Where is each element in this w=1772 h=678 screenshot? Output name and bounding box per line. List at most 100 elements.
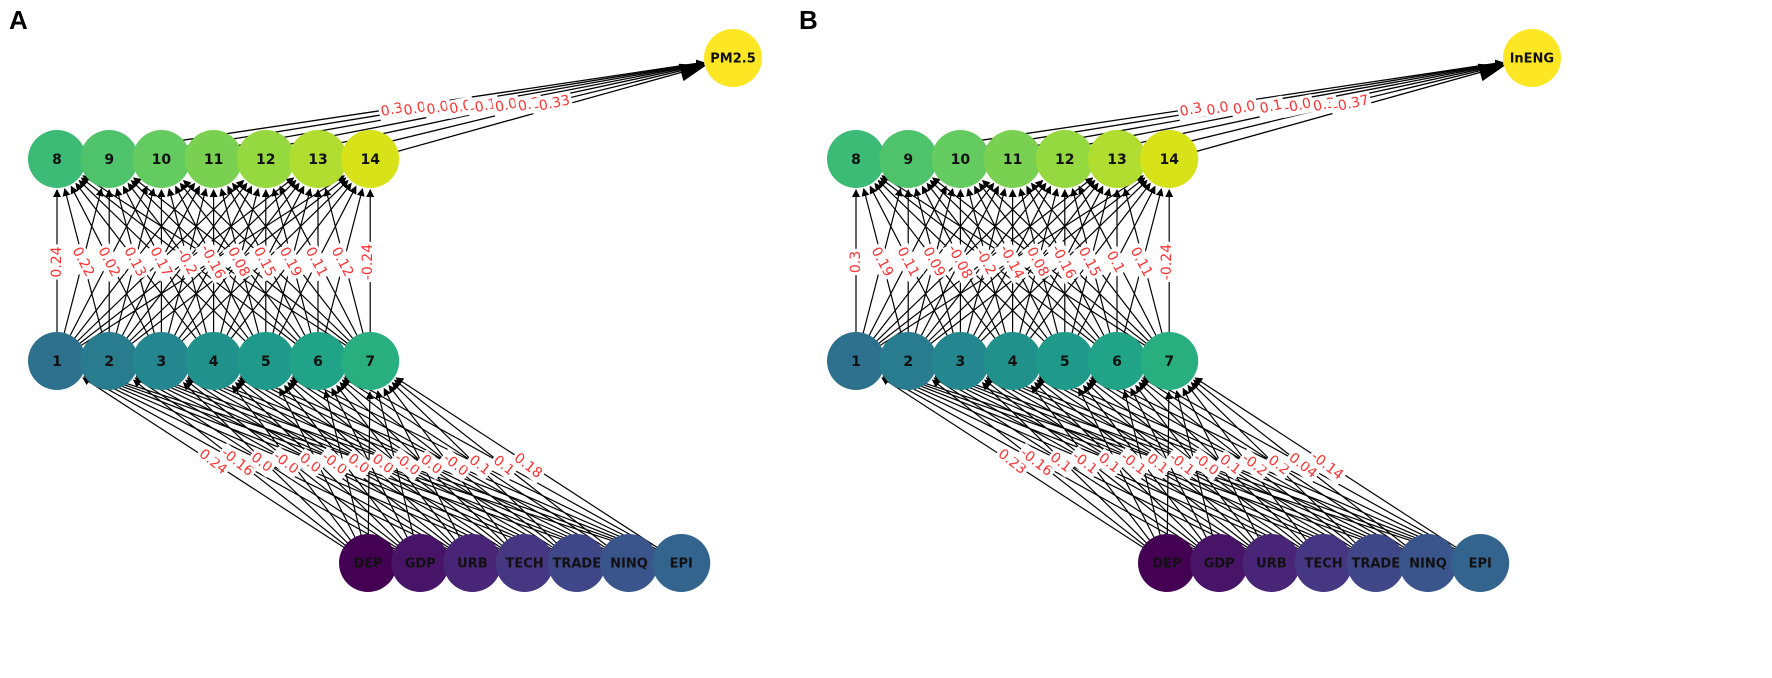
edge-2-to-13 [108, 179, 297, 362]
middle-edge-label-12-bg [325, 242, 359, 282]
input-edge-label-12-bg [1262, 450, 1295, 481]
edge-2-to-10 [108, 188, 156, 362]
edge-1-to-11 [56, 182, 196, 362]
node-gdp-label: GDP [405, 557, 436, 572]
node-1-circle [827, 332, 885, 390]
middle-edge-label-9-bg [1045, 240, 1081, 285]
node-10-label: 10 [152, 152, 172, 168]
node-10-circle [931, 130, 990, 188]
node-input-trade: TRADE [1346, 534, 1405, 592]
output-edge-label-3: 0.0 [1232, 98, 1257, 118]
node-dep-circle [1138, 534, 1196, 592]
middle-edge-label-6-bg [171, 243, 202, 281]
output-edge-label-2-bg [400, 97, 430, 121]
node-output-pm2-5: PM2.5 [704, 29, 762, 87]
node-2-circle [879, 332, 938, 390]
middle-edge-label-10-bg [1073, 242, 1106, 282]
node-input-dep: DEP [339, 534, 397, 592]
edge-dep-to-4 [231, 384, 369, 564]
edge-7-to-8 [881, 175, 1170, 362]
node-hidden1-7: 7 [341, 332, 400, 390]
node-input-epi: EPI [652, 534, 711, 592]
output-edge-label-1: 0.3 [379, 100, 404, 120]
input-edge-label-5-bg [294, 448, 326, 479]
output-edge-label-5-bg [1280, 93, 1315, 119]
node-12-label: 12 [256, 152, 275, 168]
node-trade-circle [1346, 534, 1405, 592]
node-hidden1-6: 6 [1088, 332, 1146, 390]
output-edge-label-1: 0.3 [1178, 100, 1203, 120]
node-hidden2-8: 8 [827, 130, 885, 188]
edge-1-to-10 [56, 185, 148, 362]
input-edge-label-5-bg [1093, 448, 1125, 479]
middle-edge-label-3-bg [92, 242, 126, 282]
output-edge-label-6: 0.0 [494, 96, 519, 116]
middle-edge-label-12-bg [1124, 242, 1158, 282]
edge-2-to-13 [907, 179, 1096, 362]
edge-1-to-11 [855, 182, 995, 362]
node-lneng-circle [1503, 29, 1561, 87]
middle-edge-label-13: -0.24 [1159, 244, 1175, 280]
node-input-gdp: GDP [1190, 534, 1249, 592]
node-1-label: 1 [851, 354, 861, 370]
edge-1-to-14 [56, 175, 345, 362]
input-edge-label-9-bg [1187, 447, 1224, 482]
middle-edge-label-5-bg [144, 242, 177, 282]
input-edge-label-11-bg [437, 448, 474, 482]
node-input-urb: URB [443, 534, 502, 592]
output-edge-label-4-bg [1256, 95, 1286, 119]
node-hidden1-7: 7 [1140, 332, 1199, 390]
output-edge-label-3-bg [1229, 96, 1260, 120]
node-13-label: 13 [1107, 152, 1126, 168]
node-ninq-label: NINQ [1409, 557, 1447, 572]
edge-3-to-14 [959, 179, 1148, 362]
node-lneng-label: lnENG [1510, 52, 1554, 67]
node-hidden1-3: 3 [132, 332, 191, 390]
input-edge-label-6-bg [1115, 446, 1152, 481]
edge-1-to-13 [56, 177, 295, 362]
node-hidden1-1: 1 [28, 332, 86, 390]
middle-edge-label-7: -0.16 [197, 242, 228, 282]
output-edge-label-5: -0.1 [468, 96, 498, 117]
node-urb-circle [1242, 534, 1301, 592]
node-tech-circle [1294, 534, 1353, 592]
edge-3-to-12 [959, 185, 1052, 362]
node-tech-label: TECH [1305, 557, 1343, 572]
input-edge-label-3-bg [1044, 447, 1077, 478]
middle-edge-label-13-bg [359, 241, 377, 283]
node-9-circle [80, 130, 139, 188]
panel-a-edge-labels: 0.24-0.160.0-0.00.0-0.00.00.0-0.00.0-0.0… [48, 91, 574, 484]
edge-1-to-10 [855, 185, 947, 362]
node-hidden2-11: 11 [983, 130, 1042, 188]
node-hidden2-14: 14 [1140, 130, 1199, 188]
node-1-circle [28, 332, 86, 390]
edge-gdp-to-5 [284, 384, 421, 564]
edge-1-to-9 [56, 188, 104, 362]
edge-urb-to-6 [1135, 384, 1272, 564]
node-input-tech: TECH [1294, 534, 1353, 592]
panel-letter-b: B [799, 5, 818, 35]
input-edge-label-13-bg [487, 450, 520, 481]
output-edge-label-7: -0.37 [1332, 92, 1371, 115]
node-trade-label: TRADE [552, 557, 601, 572]
node-hidden1-2: 2 [80, 332, 139, 390]
node-hidden2-10: 10 [931, 130, 990, 188]
edge-2-to-12 [907, 182, 1047, 362]
node-dep-label: DEP [1152, 557, 1181, 572]
node-input-ninq: NINQ [1399, 534, 1457, 592]
output-edge-label-2-bg [1202, 97, 1233, 121]
input-edge-label-6-bg [316, 446, 353, 481]
node-13-label: 13 [308, 152, 327, 168]
edge-2-to-12 [108, 182, 248, 362]
node-hidden1-4: 4 [184, 332, 243, 390]
node-epi-circle [652, 534, 711, 592]
node-hidden1-5: 5 [236, 332, 295, 390]
edge-4-to-13 [1012, 185, 1104, 362]
node-9-label: 9 [104, 152, 114, 168]
node-4-circle [184, 332, 243, 390]
middle-edge-label-4-bg [917, 242, 950, 282]
edge-1-to-12 [855, 179, 1044, 362]
node-12-circle [1035, 130, 1094, 188]
